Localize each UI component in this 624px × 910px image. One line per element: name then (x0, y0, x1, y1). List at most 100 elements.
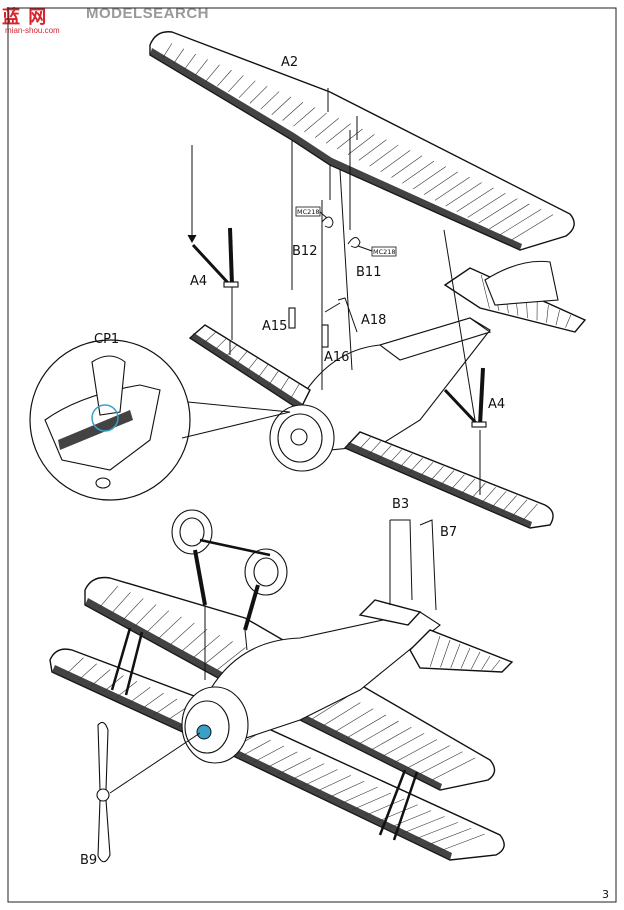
page-frame (7, 7, 617, 903)
wing-rib (565, 314, 572, 328)
wing-rib (445, 182, 482, 207)
wing-rib (377, 804, 418, 822)
engine-cowling-top (269, 404, 335, 472)
part-a18 (324, 297, 358, 333)
wing-rib (205, 641, 233, 664)
wing-rib (122, 598, 144, 621)
wing-rib (367, 441, 382, 456)
wing-rib (382, 733, 425, 757)
wing-rib (256, 364, 269, 380)
strut-a4-left (191, 227, 239, 288)
wing-rib (193, 634, 221, 658)
wing-rib (481, 655, 491, 670)
wing-rib (277, 757, 311, 775)
wing-rib (311, 696, 348, 720)
wing-rib (380, 150, 411, 173)
part-b11 (347, 237, 361, 248)
label-a18: A18 (361, 313, 386, 328)
wing-rib (418, 461, 434, 478)
wing-rib (470, 651, 481, 670)
wing-rib (359, 720, 399, 745)
engine-cowling-bottom (181, 686, 249, 764)
wing-rib (271, 96, 292, 115)
wing-rib (387, 449, 402, 465)
wing-rib (430, 757, 476, 782)
wing-rib (195, 59, 208, 76)
label-b12: B12 (292, 244, 317, 259)
wing-rib (304, 112, 327, 133)
label-b9: B9 (80, 853, 97, 868)
upper-wing-a2 (149, 31, 575, 251)
wing-rib (460, 647, 471, 669)
part-a16 (321, 324, 329, 348)
wing-rib (369, 144, 399, 167)
wing-rib (267, 370, 279, 387)
interplane-struts (110, 627, 419, 841)
mc218-box-right (371, 246, 397, 257)
wing-rib (327, 780, 365, 799)
wing-rib (206, 64, 220, 81)
wing-rib (265, 751, 298, 769)
wing-rib (110, 592, 131, 615)
wing-rib (440, 639, 451, 668)
wing-rib (357, 436, 371, 452)
wing-rib (480, 274, 490, 309)
lower-wing-right-top (343, 431, 554, 529)
wing-rib (240, 739, 271, 757)
label-b3: B3 (392, 497, 409, 512)
wing-rib (216, 647, 246, 671)
part-b3 (389, 519, 413, 605)
wing-rib (402, 816, 445, 834)
wing-rib (347, 134, 375, 155)
wing-rib (234, 351, 248, 366)
wing-rib (450, 643, 461, 668)
wing-rib (339, 786, 378, 805)
page-number: 3 (602, 888, 609, 901)
wing-rib (370, 726, 412, 751)
wing-rib (546, 304, 549, 323)
lower-wing-left-top (188, 324, 311, 412)
wing-rib (423, 171, 458, 195)
label-a16: A16 (324, 350, 349, 365)
wing-rib (128, 687, 151, 704)
wing-rib (282, 102, 304, 121)
wing-rib (500, 495, 517, 514)
wing-rib (227, 75, 244, 93)
wing-rib (364, 798, 405, 816)
tail-top (443, 260, 587, 333)
wing-rib (278, 377, 290, 394)
wing-rib (98, 585, 118, 609)
tail-bottom (358, 599, 514, 673)
wing-rib (181, 628, 208, 652)
wing-rib (217, 69, 232, 87)
wing-rib (169, 622, 195, 646)
wing-rib (521, 503, 538, 522)
watermark-english: MODELSEARCH (86, 5, 210, 22)
wing-rib (511, 499, 528, 518)
wing-rib (162, 43, 173, 58)
wing-rib (202, 332, 216, 345)
label-mc218-left: MC218 (297, 208, 320, 216)
wing-rib (439, 470, 455, 487)
wing-rib (260, 91, 280, 110)
part-a15 (288, 307, 296, 329)
wing-rib (414, 822, 458, 840)
wing-rib (429, 635, 441, 667)
label-a4-right: A4 (488, 397, 505, 412)
wing-rib (377, 445, 392, 461)
wing-rib (478, 198, 518, 224)
wing-rib (352, 792, 392, 811)
wing-rib (480, 486, 497, 505)
wing-rib (389, 810, 432, 828)
wing-rib (315, 118, 339, 138)
detail-circle-cp1 (29, 339, 291, 501)
part-b7 (419, 519, 437, 611)
wing-rib (325, 123, 351, 144)
wing-rib (439, 833, 485, 852)
wing-rib (323, 702, 361, 726)
wing-rib (459, 478, 476, 496)
wing-rib (145, 610, 170, 634)
wing-rib (290, 763, 325, 781)
wing-rib (467, 192, 506, 218)
wing-rib (434, 176, 470, 201)
